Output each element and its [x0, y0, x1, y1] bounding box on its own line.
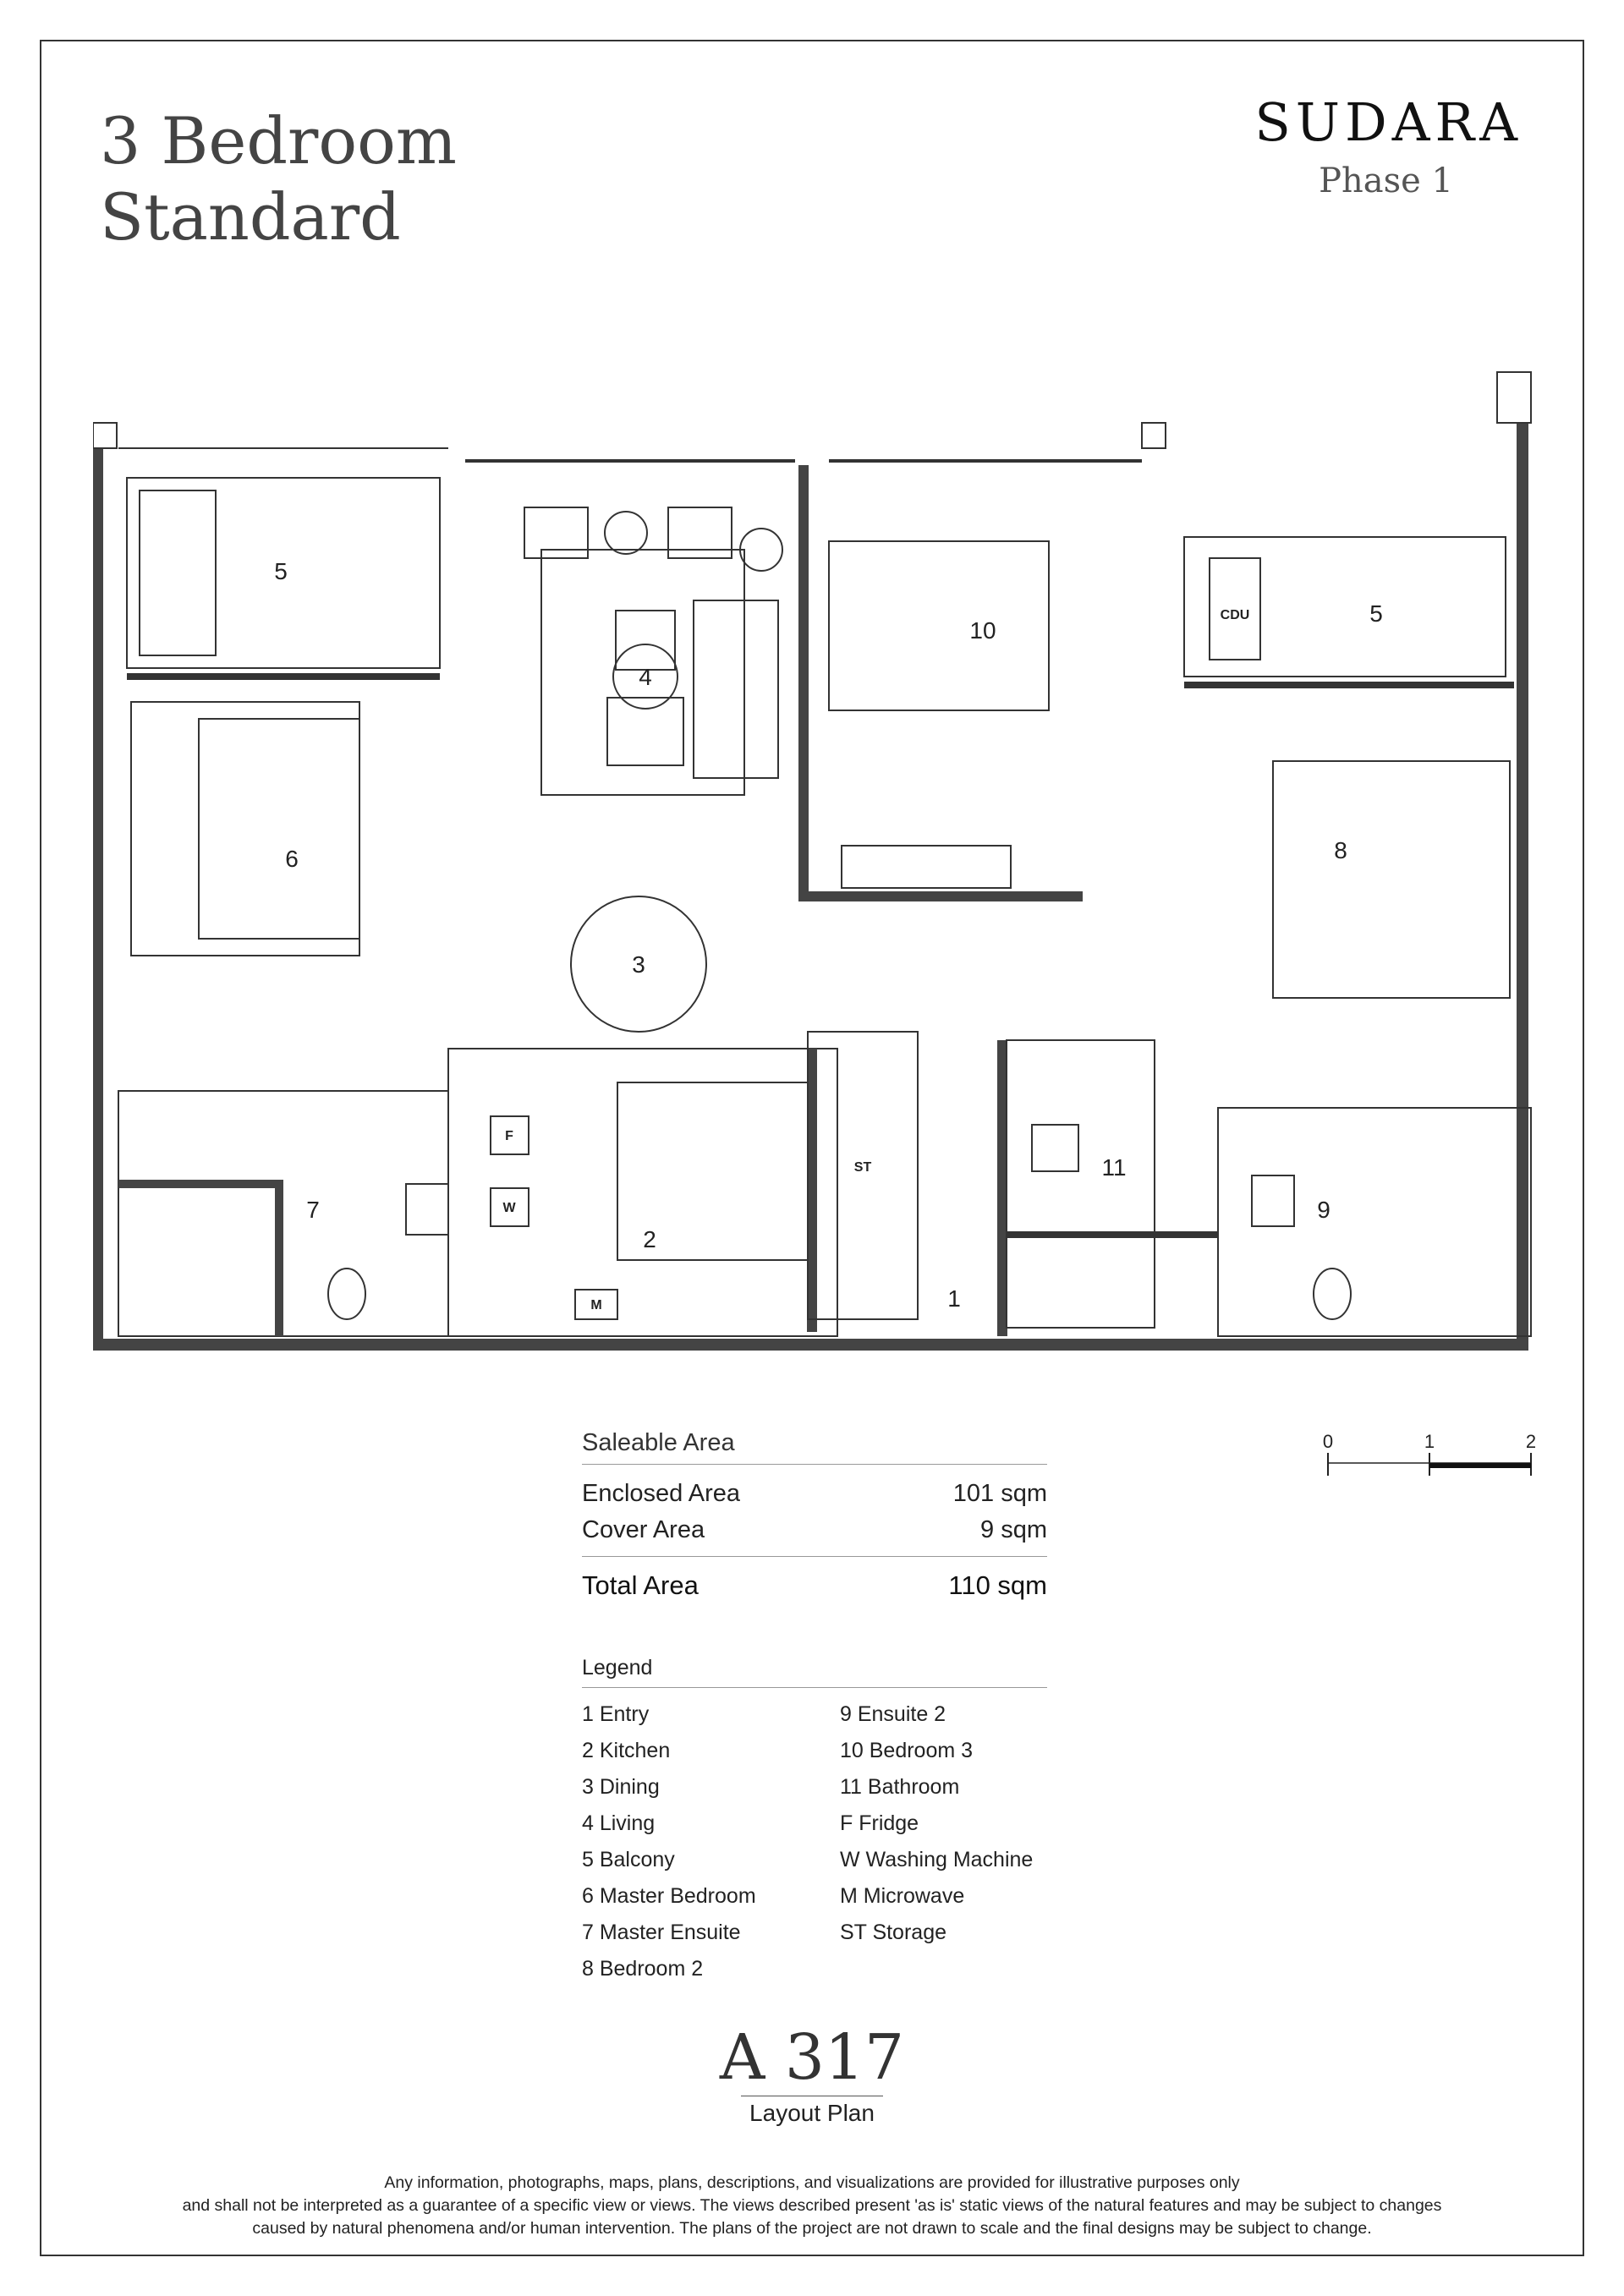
legend-item: 11 Bathroom [840, 1775, 960, 1799]
legend-item: 1 Entry [582, 1702, 650, 1726]
scale-tick-2: 2 [1526, 1431, 1536, 1452]
disclaimer-line: caused by natural phenomena and/or human… [252, 2219, 1372, 2238]
legend-item: 5 Balcony [582, 1848, 675, 1871]
legend-item: 4 Living [582, 1811, 656, 1835]
area-total-value: 110 sqm [948, 1570, 1047, 1600]
legend-item: ST Storage [840, 1921, 947, 1944]
unit-subtitle: Layout Plan [741, 2096, 883, 2127]
area-total-label: Total Area [582, 1570, 699, 1600]
legend-item: 2 Kitchen [582, 1739, 671, 1762]
unit-code-block: A 317 Layout Plan [660, 2021, 964, 2127]
area-row-label: Enclosed Area [582, 1480, 741, 1507]
microwave-label: M [590, 1298, 601, 1312]
room-label-10: 10 [969, 617, 996, 644]
fridge-label: F [505, 1129, 513, 1143]
disclaimer-line: Any information, photographs, maps, plan… [384, 2173, 1240, 2192]
title-line-2: Standard [100, 179, 401, 255]
room-label-5-left: 5 [274, 558, 288, 584]
title-line-1: 3 Bedroom [100, 103, 457, 178]
legend-item: 6 Master Bedroom [582, 1884, 756, 1908]
unit-code: A 317 [719, 2021, 905, 2094]
disclaimer: Any information, photographs, maps, plan… [76, 2172, 1548, 2240]
legend-item: M Microwave [840, 1884, 965, 1908]
area-row-label: Cover Area [582, 1516, 705, 1543]
area-row: Enclosed Area 101 sqm [582, 1480, 1047, 1508]
brand-phase: Phase 1 [1319, 162, 1453, 200]
room-label-9: 9 [1317, 1197, 1330, 1223]
area-row: Cover Area 9 sqm [582, 1516, 1047, 1544]
cdu-label: CDU [1221, 608, 1250, 622]
area-row-value: 9 sqm [980, 1516, 1047, 1543]
brand-logo: SUDARA [1254, 91, 1522, 153]
washer-label: W [502, 1201, 516, 1215]
legend-heading: Legend [582, 1656, 1047, 1688]
legend-item: 10 Bedroom 3 [840, 1739, 974, 1762]
room-label-11: 11 [1101, 1154, 1126, 1181]
legend-column-2: 9 Ensuite 2 10 Bedroom 3 11 Bathroom F F… [840, 1696, 1047, 1987]
legend-item: 9 Ensuite 2 [840, 1702, 946, 1726]
legend-item: 8 Bedroom 2 [582, 1957, 704, 1981]
room-label-2: 2 [643, 1226, 656, 1252]
area-heading: Saleable Area [582, 1429, 1047, 1465]
legend-item: W Washing Machine [840, 1848, 1034, 1871]
room-label-4: 4 [639, 664, 652, 690]
scale-tick-0: 0 [1323, 1431, 1333, 1452]
room-label-3: 3 [632, 951, 645, 978]
disclaimer-line: and shall not be interpreted as a guaran… [182, 2196, 1442, 2215]
scale-tick-1: 1 [1424, 1431, 1435, 1452]
legend-item: 7 Master Ensuite [582, 1921, 741, 1944]
room-label-5-right: 5 [1369, 600, 1383, 627]
room-label-7: 7 [306, 1197, 320, 1223]
legend-item: F Fridge [840, 1811, 919, 1835]
room-label-6: 6 [285, 846, 299, 872]
room-label-1: 1 [947, 1285, 961, 1312]
legend-item: 3 Dining [582, 1775, 660, 1799]
page-title: 3 Bedroom Standard [100, 103, 457, 255]
page-border [40, 40, 1584, 2256]
saleable-area-table: Saleable Area Enclosed Area 101 sqm Cove… [582, 1429, 1047, 1601]
legend-column-1: 1 Entry 2 Kitchen 3 Dining 4 Living 5 Ba… [582, 1696, 840, 1987]
scale-bar: 0 1 2 [1323, 1431, 1536, 1476]
area-total-row: Total Area 110 sqm [582, 1556, 1047, 1601]
room-label-8: 8 [1334, 837, 1347, 863]
legend: Legend 1 Entry 2 Kitchen 3 Dining 4 Livi… [582, 1656, 1047, 1987]
brand-block: SUDARA Phase 1 [1254, 91, 1522, 200]
storage-label: ST [854, 1160, 872, 1175]
area-row-value: 101 sqm [952, 1480, 1047, 1507]
floor-plan: 1 2 3 4 5 5 6 7 8 9 10 11 F W M ST CDU [93, 371, 1532, 1351]
